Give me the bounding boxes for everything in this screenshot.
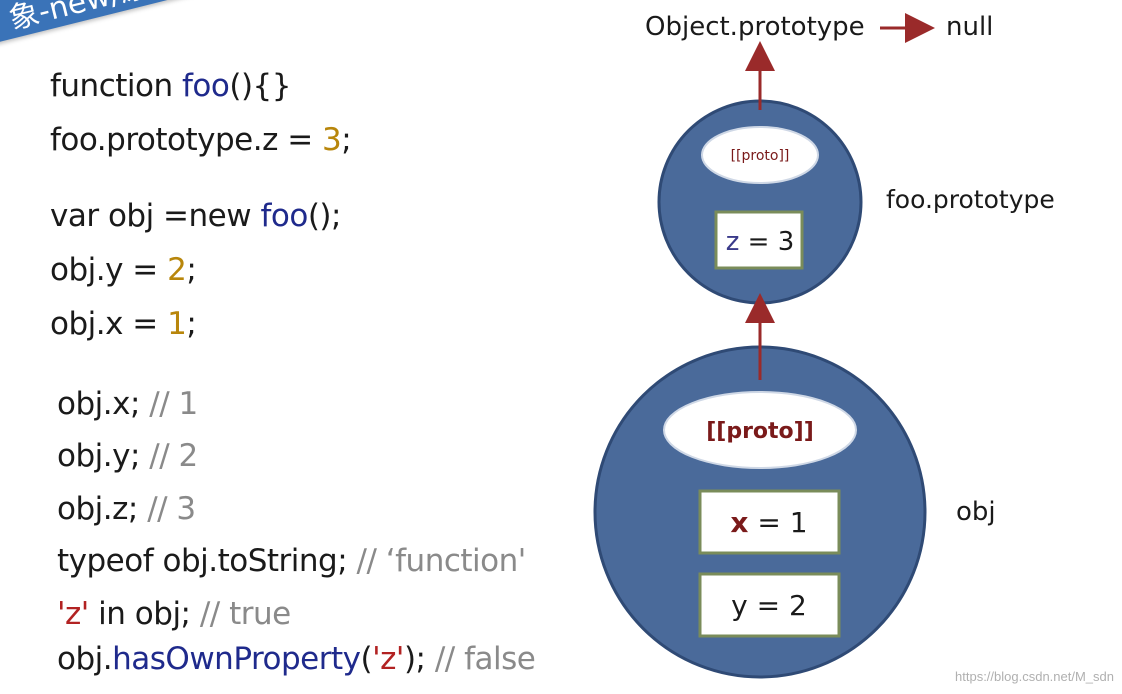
- code-token: ;: [186, 252, 197, 288]
- code-line-1: function foo(){}: [50, 68, 291, 104]
- code-line-10: 'z' in obj; // true: [57, 596, 291, 632]
- small-proto-label: [[proto]]: [731, 148, 790, 164]
- code-token: obj.x;: [57, 386, 150, 422]
- code-token: obj.: [57, 641, 113, 677]
- small-proto-ellipse: [701, 126, 819, 184]
- code-token: foo: [182, 68, 230, 104]
- code-token: ;: [341, 122, 352, 158]
- big-proto-ellipse: [663, 391, 857, 469]
- code-token: function: [50, 68, 182, 104]
- code-token: hasOwnProperty: [112, 641, 361, 677]
- code-token: obj.z;: [57, 491, 148, 527]
- y-property-label: y = 2: [731, 589, 807, 622]
- code-token: ;: [186, 306, 197, 342]
- code-token: );: [403, 641, 435, 677]
- code-string: 'z': [372, 641, 404, 677]
- code-line-8: obj.z; // 3: [57, 491, 196, 527]
- code-comment: // ‘function': [356, 543, 527, 579]
- code-line-9: typeof obj.toString; // ‘function': [57, 543, 526, 579]
- code-token: (: [360, 641, 373, 677]
- code-line-4: obj.y = 2;: [50, 252, 197, 288]
- code-token: obj.y =: [50, 252, 168, 288]
- obj-label: obj: [956, 497, 996, 527]
- code-token: (){}: [229, 68, 291, 104]
- code-token: in obj;: [88, 596, 200, 632]
- code-comment: // false: [434, 641, 536, 677]
- code-token: obj.y;: [57, 438, 150, 474]
- null-label: null: [946, 12, 994, 42]
- code-comment: // true: [199, 596, 291, 632]
- code-token: 3: [322, 122, 342, 158]
- code-token: obj.x =: [50, 306, 168, 342]
- foo-prototype-label: foo.prototype: [886, 185, 1055, 214]
- code-token: foo.prototype.z =: [50, 122, 323, 158]
- code-token: 1: [167, 306, 187, 342]
- z-property-label: z = 3: [726, 227, 795, 257]
- code-line-11: obj.hasOwnProperty('z'); // false: [57, 641, 536, 677]
- z-property-box: [714, 210, 804, 270]
- code-line-5: obj.x = 1;: [50, 306, 197, 342]
- object-prototype-label: Object.prototype: [645, 12, 865, 42]
- code-token: foo: [260, 198, 308, 234]
- code-comment: // 3: [147, 491, 196, 527]
- big-proto-label: [[proto]]: [706, 419, 814, 444]
- code-token: typeof obj.toString;: [57, 543, 357, 579]
- code-token: 2: [167, 252, 187, 288]
- x-property-box: [698, 489, 841, 555]
- watermark: https://blog.csdn.net/M_sdn: [955, 669, 1114, 684]
- y-property-box: [698, 572, 841, 638]
- x-property-label: x = 1: [730, 506, 807, 539]
- code-token: var obj =new: [50, 198, 261, 234]
- code-token: ();: [307, 198, 342, 234]
- code-string: 'z': [57, 596, 89, 632]
- code-comment: // 1: [149, 386, 198, 422]
- code-line-7: obj.y; // 2: [57, 438, 198, 474]
- code-comment: // 2: [149, 438, 198, 474]
- code-line-3: var obj =new foo();: [50, 198, 341, 234]
- code-line-6: obj.x; // 1: [57, 386, 198, 422]
- code-line-2: foo.prototype.z = 3;: [50, 122, 352, 158]
